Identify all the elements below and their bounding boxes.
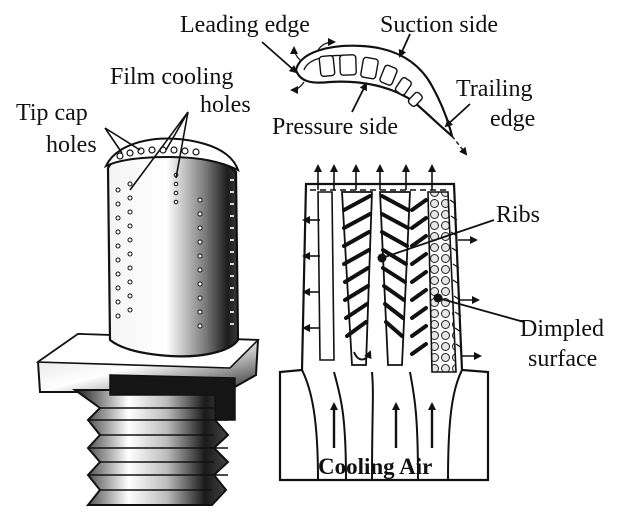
label-cooling-air: Cooling Air	[318, 454, 432, 479]
blade-shank	[109, 374, 236, 421]
tip-cap-hole-row	[116, 146, 200, 160]
dimpled-leader	[437, 297, 525, 323]
pressure-side-leader	[351, 82, 367, 113]
trailing-edge-side-arrows	[458, 236, 482, 360]
film-cooling-hole-rows	[115, 172, 203, 329]
trailing-edge-flow-arrow	[451, 135, 468, 156]
label-suction-side: Suction side	[380, 12, 498, 38]
label-tip-cap-line1: Tip cap	[16, 100, 88, 126]
airfoil-film-arrows	[290, 38, 336, 94]
diagram-labels: Leading edge Suction side Trailing edge …	[16, 12, 604, 479]
label-film-cooling-line1: Film cooling	[110, 64, 233, 90]
trailing-edge-slots	[230, 179, 234, 325]
label-leading-edge: Leading edge	[180, 12, 310, 38]
label-film-cooling-line2: holes	[200, 92, 251, 118]
airfoil-outline	[294, 44, 454, 140]
trailing-edge-leader	[444, 103, 471, 128]
turbine-blade-3d	[35, 111, 260, 506]
tip-outflow-arrows	[314, 164, 436, 190]
airfoil-cross-section	[261, 33, 471, 156]
airfoil-internal-passages	[318, 54, 423, 107]
label-dimpled-line2: surface	[528, 346, 597, 372]
tip-cap-leaders	[104, 127, 141, 154]
cooling-air-inlet-arrows	[330, 402, 436, 448]
label-dimpled-line1: Dimpled	[520, 316, 604, 342]
suction-side-leader	[398, 33, 411, 58]
label-trailing-edge-line1: Trailing	[456, 76, 532, 102]
internal-cooling-section	[278, 164, 525, 482]
blade-tip-cap	[103, 137, 240, 172]
leading-edge-leader	[261, 41, 298, 74]
ribs-leader	[381, 219, 495, 259]
dimpled-channel	[427, 191, 457, 373]
film-cooling-leaders	[129, 111, 189, 191]
blade-airfoil	[106, 145, 240, 358]
leading-edge-side-arrows	[302, 216, 320, 332]
label-tip-cap-line2: holes	[46, 132, 97, 158]
rib-hatching	[342, 194, 428, 356]
label-pressure-side: Pressure side	[272, 114, 398, 140]
label-ribs: Ribs	[496, 202, 540, 228]
label-trailing-edge-line2: edge	[490, 106, 535, 132]
